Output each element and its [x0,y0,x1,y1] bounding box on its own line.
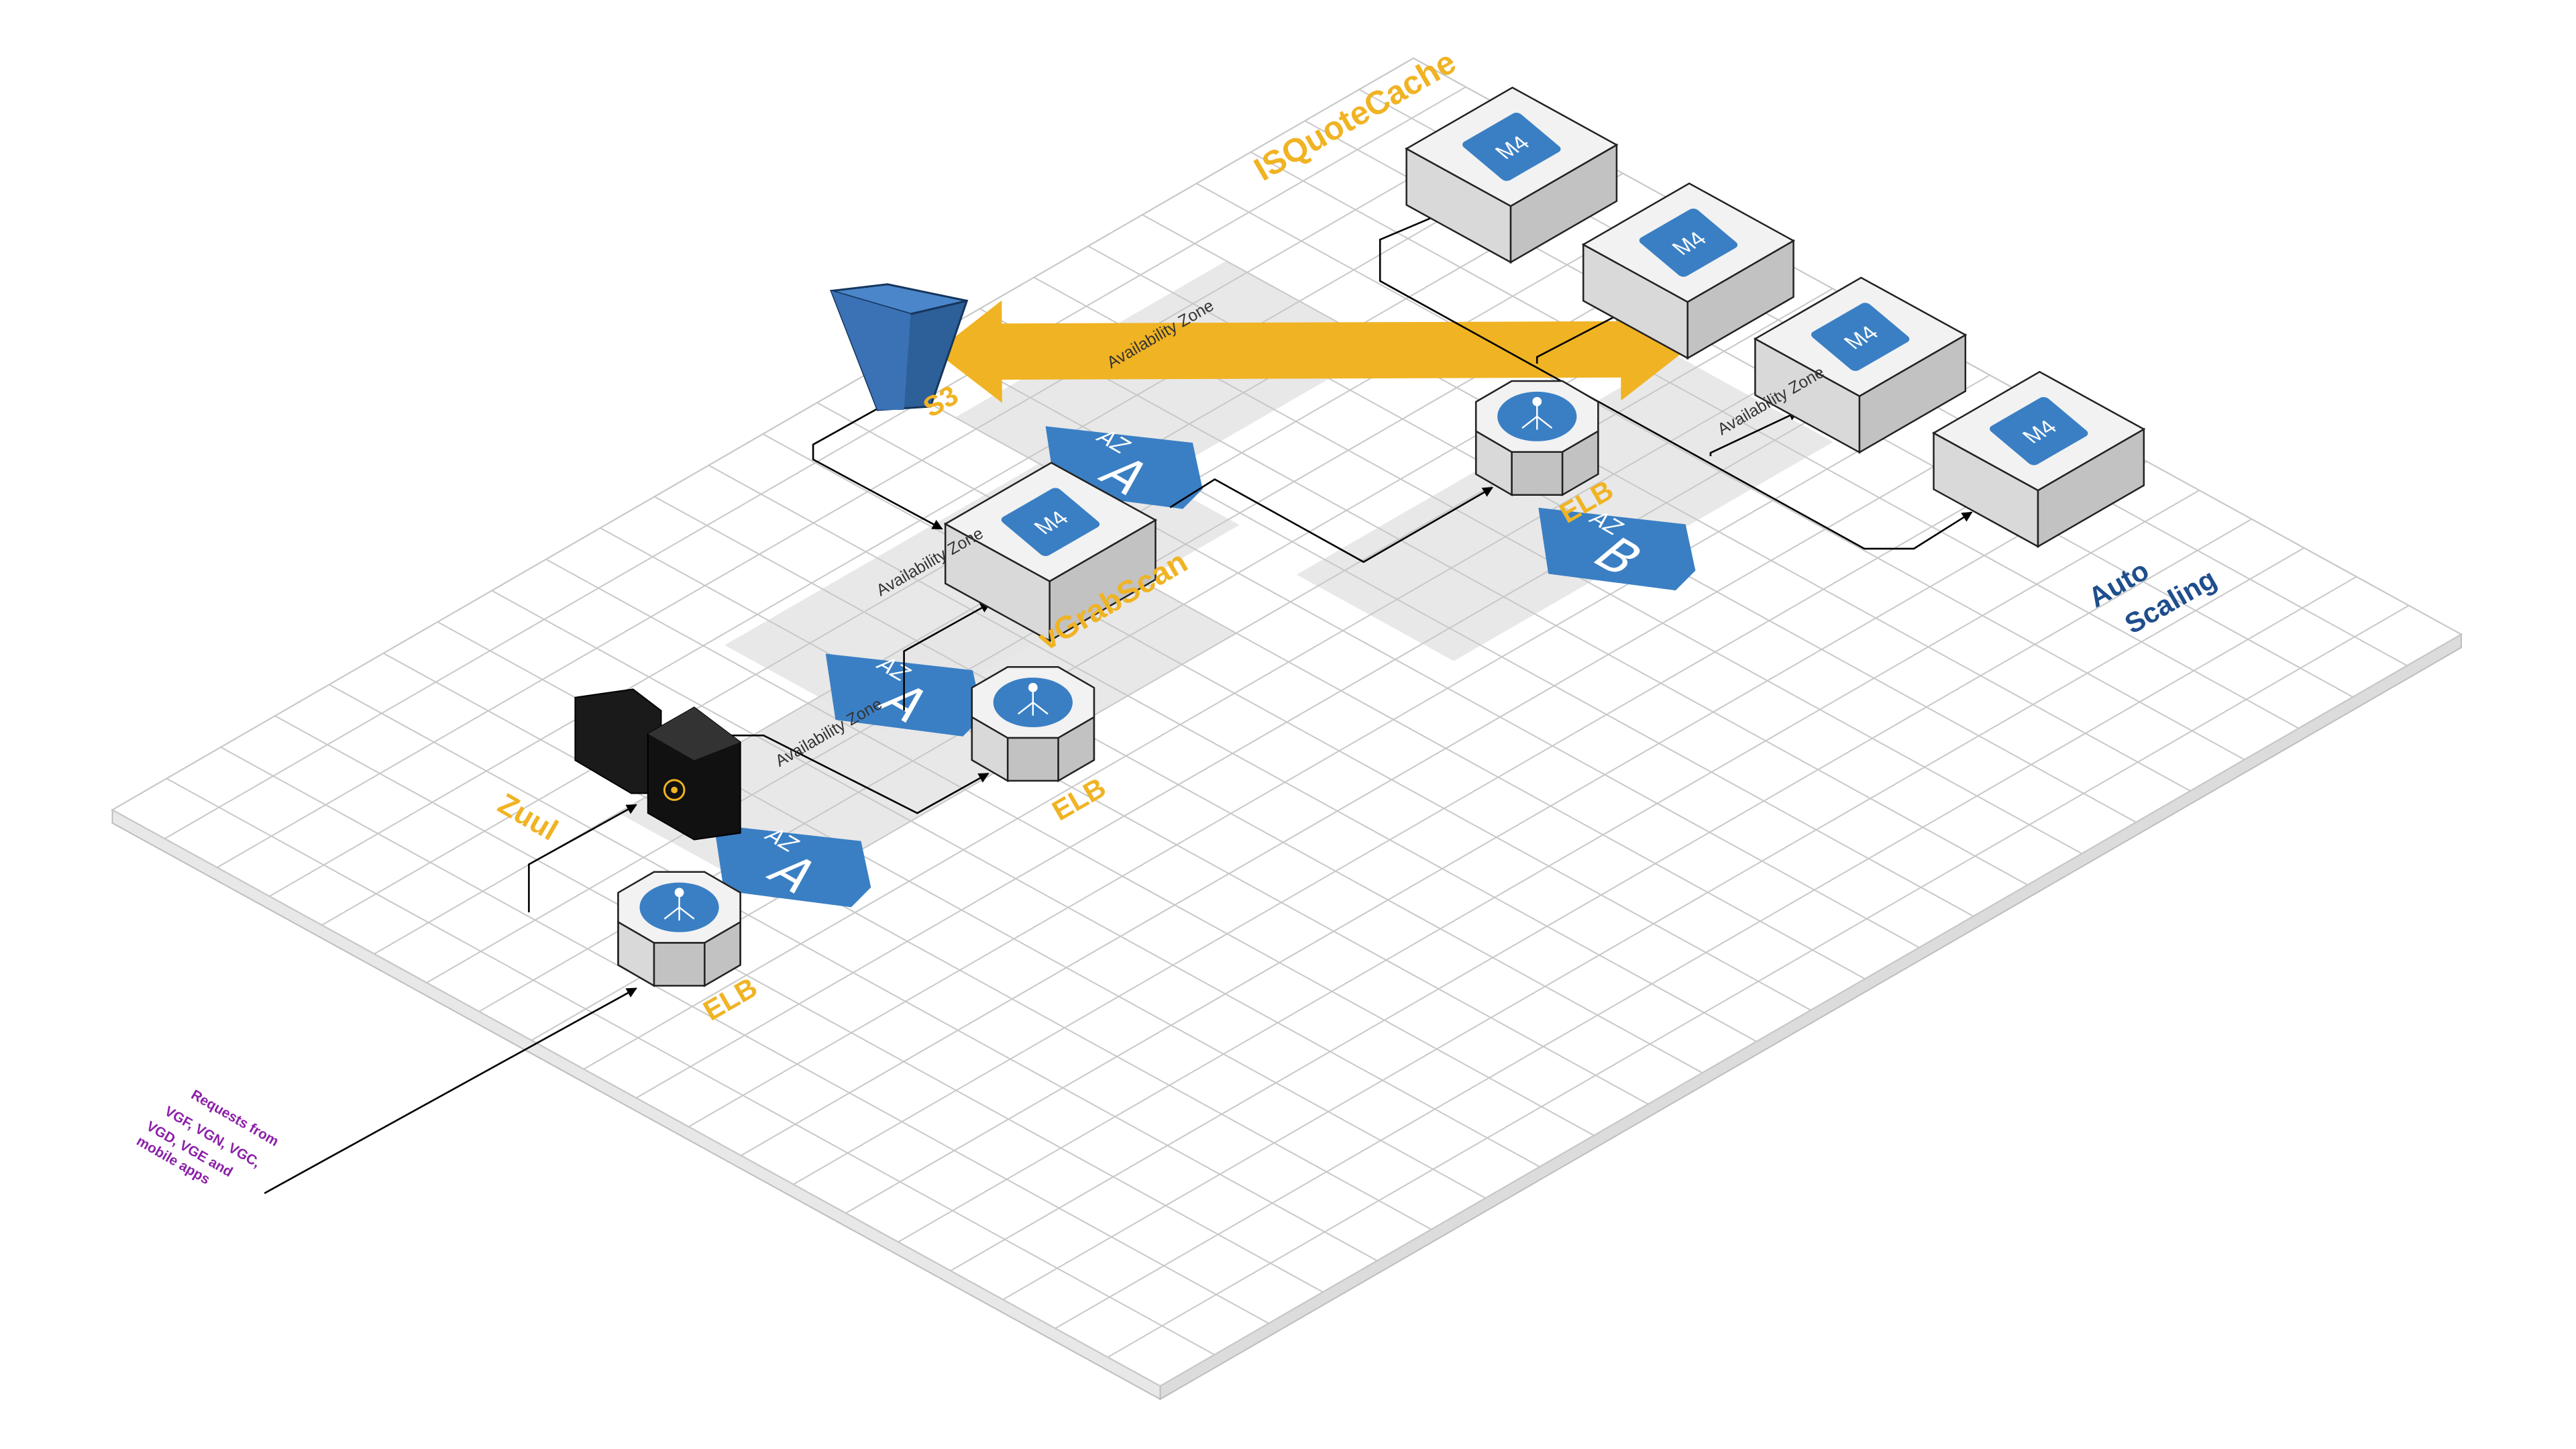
az-badge-shape [1538,507,1696,591]
vgrabscan-instance: M4 [943,462,1158,643]
elb-entry [617,871,741,987]
grid-line [950,518,2253,1272]
grid-line [845,461,2147,1214]
s3-bucket-icon [829,283,969,411]
az-badge-shape [714,824,871,908]
autoscaling-arrow-icon [936,298,1687,403]
cache-instance-1: M4 [1405,87,1619,264]
m4-badge: M4 [1001,488,1100,556]
elb-side [1006,737,1059,782]
elb-fork-glyph [1521,401,1553,430]
cache-instance-3: M4 [1753,276,1968,454]
link-elb-m4-2 [1536,311,1624,364]
grid-line [164,86,1466,840]
grid-line [636,345,1938,1099]
grid-line [1002,547,2305,1301]
elb-upper [1474,380,1599,496]
grid-line [269,144,1571,897]
gear-hub [671,786,678,794]
elb-dot [674,888,684,898]
zuul-gateway-icon [574,688,741,841]
link-elb-zuul [528,804,637,912]
elb-side [653,942,706,987]
m4-badge: M4 [1639,208,1738,277]
autoscaling-group [936,298,1687,403]
elb-fork-glyph [663,892,695,921]
m4-badge: M4 [1811,303,1910,371]
grid-line [793,432,2095,1185]
link-vgrabscan-elb-upper [1169,478,1494,564]
grid-line [1107,604,2410,1358]
elb-mid [971,666,1095,783]
m4-badge-bg [1001,488,1100,556]
grid-line [112,809,1161,1387]
elb-side [1511,451,1564,496]
m4-badge-bg [1989,396,2088,466]
link-m4-1-m4-4 [1379,211,1973,550]
grid-line [112,57,1414,811]
m4-badge-bg [1639,208,1738,277]
request-arrow [264,987,637,1194]
grid-line [898,489,2200,1243]
grid-line [531,288,1833,1041]
cache-instance-2: M4 [1581,182,1796,360]
m4-badge: M4 [1989,396,2088,466]
cache-instance-4: M4 [1931,370,2146,548]
gear-icon [663,779,686,801]
grid-line [1160,633,2462,1387]
zuul-server-top [647,707,741,761]
link-elbmid-vgrabscan [903,602,991,711]
link-zuul-elb-mid [727,735,989,814]
elb-dot [1028,683,1038,692]
m4-badge-bg [1462,113,1561,181]
grid-line [741,403,2043,1157]
az-badge-1: AZA [714,824,871,908]
connections [264,211,1973,1194]
elb-dot [1532,396,1542,407]
m4-badge: M4 [1462,113,1561,181]
grid-line [217,115,1519,868]
m4-badge-bg [1811,303,1910,371]
link-s3-vgrabscan [812,404,943,530]
s3-front [831,290,911,410]
elb-fork-glyph [1017,687,1049,716]
grid-line [688,374,1990,1128]
ground-plane [111,57,2463,1401]
link-elb-m4-3 [1709,411,1799,456]
grid-lines [112,57,2462,1387]
az-badge-4: AZB [1538,507,1696,591]
grid-line [1055,576,2357,1330]
grid-line [583,317,1886,1070]
